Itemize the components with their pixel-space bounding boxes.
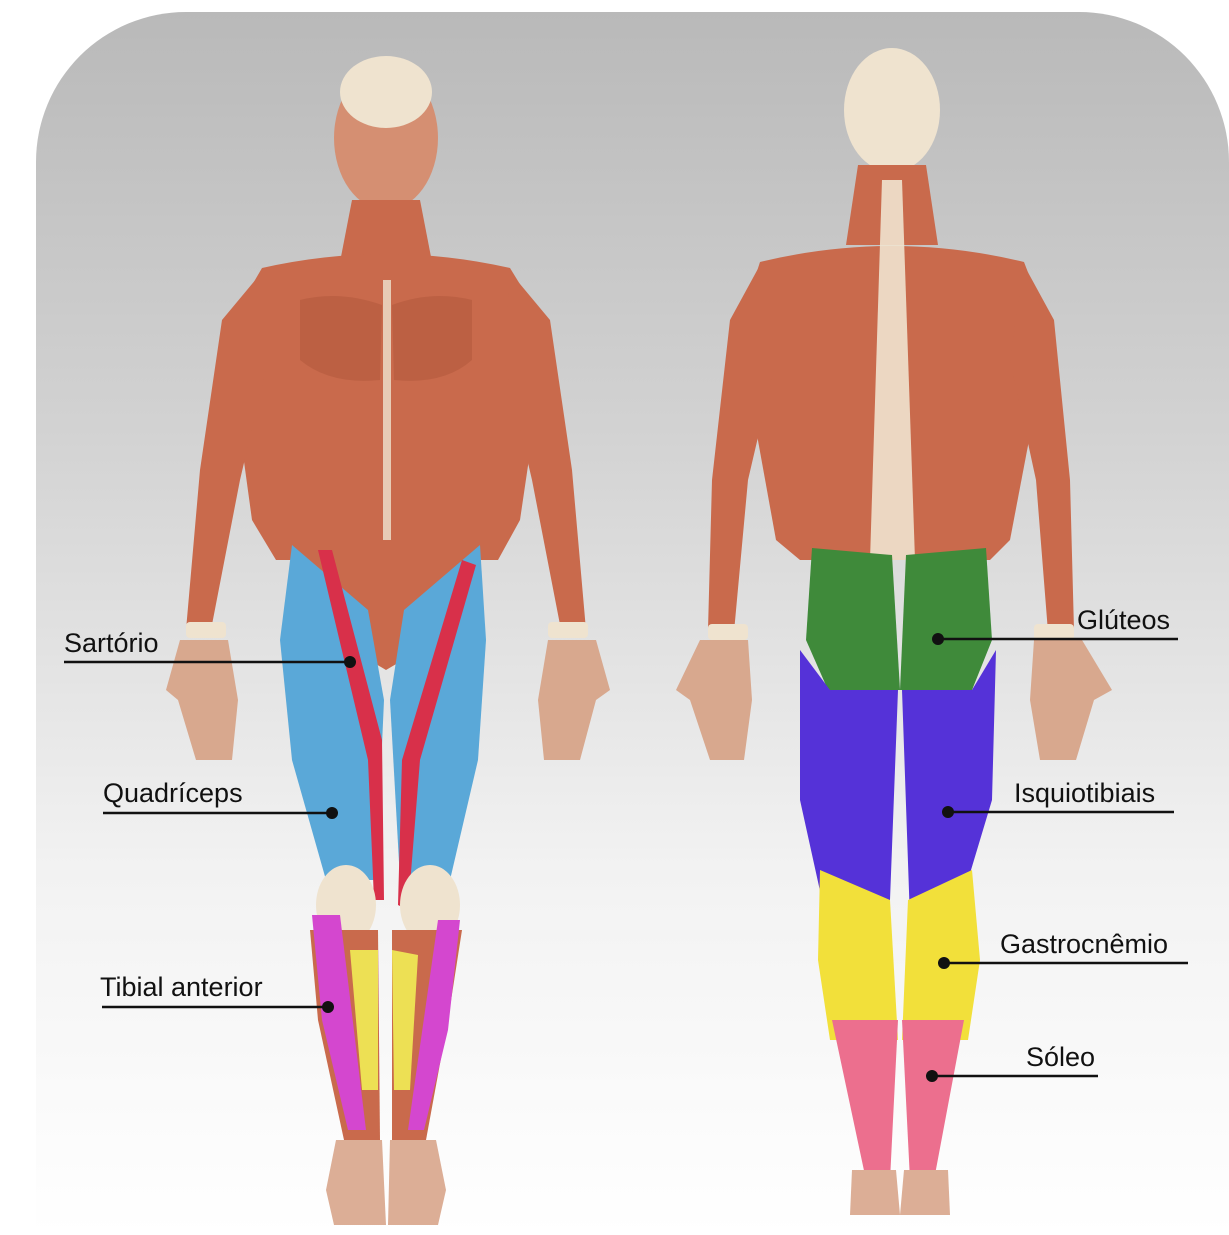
front-neck xyxy=(340,200,432,262)
front-pectoral-left xyxy=(300,296,382,381)
back-figure xyxy=(676,48,1112,1215)
dot-gastrocnemio xyxy=(938,957,950,969)
dot-sartorio xyxy=(344,656,356,668)
dot-gluteos xyxy=(932,633,944,645)
back-wrist-right xyxy=(1034,624,1074,640)
dot-quadriceps xyxy=(326,807,338,819)
back-hand-left xyxy=(676,640,752,760)
label-tibial-anterior: Tibial anterior xyxy=(100,974,263,1001)
dot-tibial-anterior xyxy=(322,1001,334,1013)
back-gluteos-right xyxy=(900,548,992,690)
label-gastrocnemio: Gastrocnêmio xyxy=(1000,931,1168,958)
front-skull xyxy=(340,56,432,128)
front-foot-right xyxy=(388,1140,446,1225)
front-linea-alba xyxy=(383,280,391,560)
front-hand-right xyxy=(538,640,610,760)
front-wrist-right xyxy=(548,622,588,638)
label-sartorio: Sartório xyxy=(64,630,159,657)
label-quadriceps: Quadríceps xyxy=(103,780,243,807)
label-gluteos: Glúteos xyxy=(1077,607,1170,634)
back-isquiotibiais-right xyxy=(902,650,996,920)
front-foot-left xyxy=(326,1140,386,1225)
dot-isquiotibiais xyxy=(942,806,954,818)
label-isquiotibiais: Isquiotibiais xyxy=(1014,780,1155,807)
back-soleo-right xyxy=(902,1020,964,1180)
front-figure xyxy=(166,56,610,1225)
label-soleo: Sóleo xyxy=(1026,1044,1095,1071)
back-wrist-left xyxy=(708,624,748,640)
back-soleo-left xyxy=(832,1020,898,1180)
front-hand-left xyxy=(166,640,238,760)
dot-soleo xyxy=(926,1070,938,1082)
front-pectoral-right xyxy=(392,296,472,381)
back-hand-right xyxy=(1030,640,1112,760)
back-gluteos-left xyxy=(806,548,900,690)
back-foot-left xyxy=(850,1170,900,1215)
back-head xyxy=(844,48,940,172)
back-foot-right xyxy=(900,1170,950,1215)
front-wrist-left xyxy=(186,622,226,638)
